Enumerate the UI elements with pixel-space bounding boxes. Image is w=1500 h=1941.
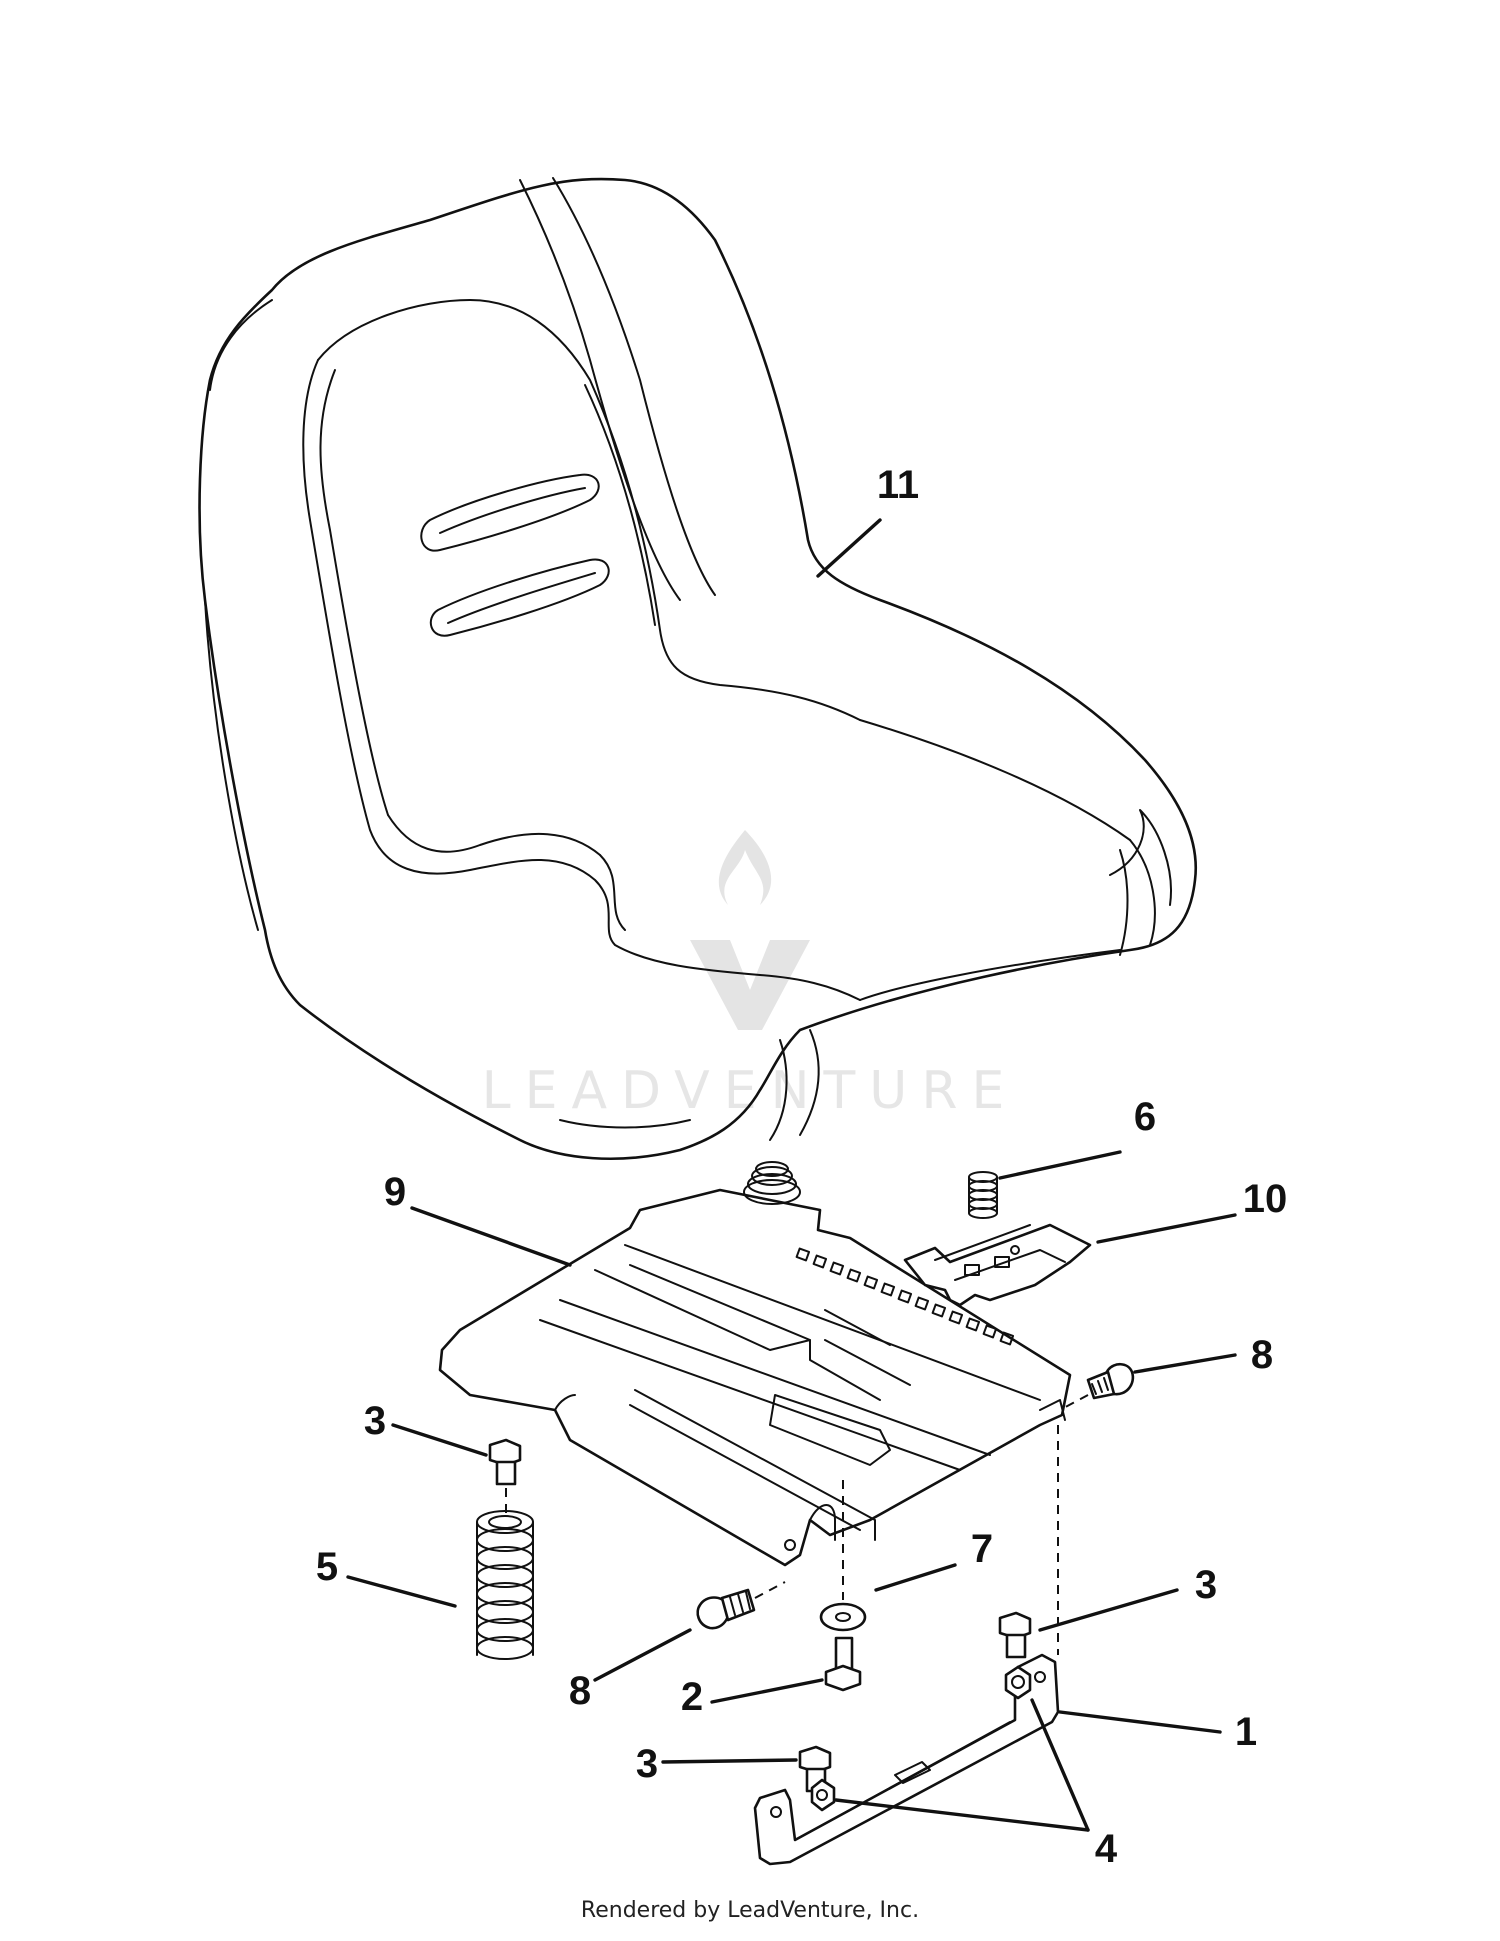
shoulder-bolt-part-8-left xyxy=(696,1581,786,1630)
leader-4-lower xyxy=(834,1798,1090,1832)
callout-9: 9 xyxy=(384,1170,406,1214)
shoulder-bolt-part-8-right xyxy=(1059,1362,1135,1411)
leader-1 xyxy=(1058,1710,1222,1734)
callout-1: 1 xyxy=(1235,1710,1257,1754)
leader-6 xyxy=(998,1150,1122,1180)
callout-8-left: 8 xyxy=(569,1669,591,1713)
washer-part-7 xyxy=(819,1480,867,1632)
callout-6: 6 xyxy=(1134,1095,1156,1139)
callout-4: 4 xyxy=(1095,1827,1118,1871)
callout-3-right: 3 xyxy=(1195,1563,1217,1607)
callout-labels: 11 6 10 9 8 3 7 5 3 8 2 1 3 4 xyxy=(316,463,1287,1871)
bolt-part-2 xyxy=(824,1636,862,1692)
pan-spring-coil xyxy=(743,1161,801,1205)
leader-lines xyxy=(346,518,1237,1832)
leader-5 xyxy=(346,1575,457,1608)
leader-4-upper xyxy=(1030,1698,1090,1832)
leader-3-right xyxy=(1038,1588,1179,1632)
callout-5: 5 xyxy=(316,1545,338,1589)
leader-9 xyxy=(410,1206,572,1267)
small-spring-part-6 xyxy=(968,1171,998,1219)
latch-plate-part-10 xyxy=(903,1223,1092,1307)
callout-7: 7 xyxy=(971,1527,993,1571)
leader-10 xyxy=(1096,1213,1237,1244)
leader-3-left xyxy=(391,1423,488,1457)
hex-bolt-part-3-right xyxy=(998,1611,1032,1659)
leadventure-watermark: LEADVENTURE xyxy=(482,830,1019,1121)
leader-3-bottom xyxy=(661,1758,798,1764)
nut-part-4-upper xyxy=(1004,1665,1032,1700)
callout-3-left: 3 xyxy=(364,1399,386,1443)
callout-11: 11 xyxy=(877,463,919,507)
callout-8-right: 8 xyxy=(1251,1333,1273,1377)
seat-pan-part-9 xyxy=(438,1161,1072,1567)
leader-11 xyxy=(816,518,882,578)
pan-slot-row xyxy=(795,1247,1015,1346)
callout-10: 10 xyxy=(1243,1177,1288,1221)
leader-2 xyxy=(710,1678,824,1704)
leader-8-left xyxy=(593,1628,692,1682)
seat-part-11 xyxy=(198,177,1198,1161)
callout-2: 2 xyxy=(681,1675,703,1719)
callout-3-bottom: 3 xyxy=(636,1742,658,1786)
large-spring-part-5 xyxy=(476,1510,534,1660)
rendered-by-footer: Rendered by LeadVenture, Inc. xyxy=(580,1898,920,1923)
leader-8-right xyxy=(1133,1353,1237,1374)
nut-part-4-lower xyxy=(810,1778,836,1812)
leader-7 xyxy=(874,1563,957,1592)
hex-bolt-part-3-left xyxy=(488,1438,522,1520)
watermark-text: LEADVENTURE xyxy=(482,1061,1019,1121)
